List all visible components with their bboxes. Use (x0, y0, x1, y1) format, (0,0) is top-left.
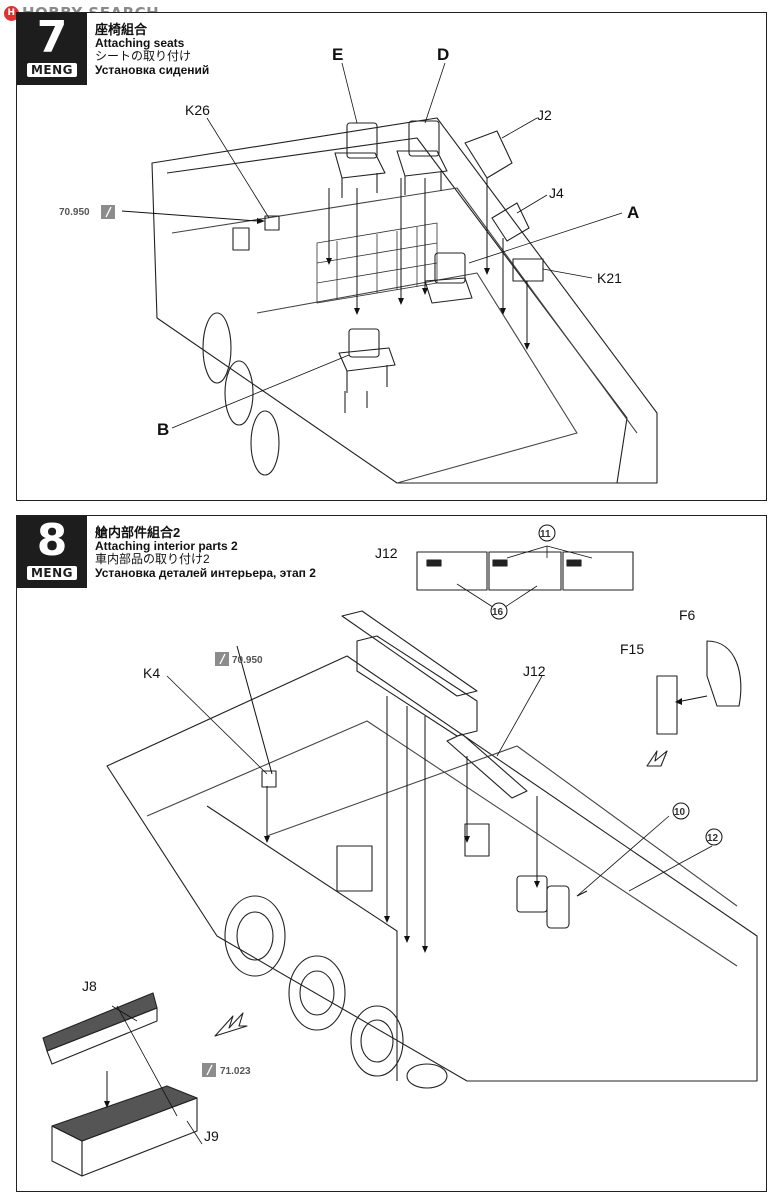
leader-lines (111, 545, 713, 1145)
direction-arrow-2 (646, 750, 668, 767)
road-wheels (224, 895, 448, 1089)
step-7-titles: 座椅組合 Attaching seats シートの取り付け Установка … (95, 23, 209, 77)
step-8-illustration: 11 16 10 12 70.950 71.023 J12 J12 F6 F15… (42, 524, 758, 1177)
callout-10-circle (672, 802, 690, 820)
callout-10: 10 (674, 807, 686, 818)
label-k21: K21 (597, 270, 622, 286)
step-7-illustration: 70.950 E D J2 J4 A K21 K26 B (59, 45, 658, 484)
label-a: A (627, 203, 639, 222)
hull-inner-edge (166, 137, 628, 484)
hull-deck-line (146, 720, 738, 967)
part-j8 (42, 992, 158, 1052)
step-7-panel: 7 MENG 座椅組合 Attaching seats シートの取り付け Уст… (16, 12, 767, 501)
step-7-badge: 7 MENG (17, 13, 87, 85)
label-f15: F15 (620, 641, 644, 657)
callout-12: 12 (707, 833, 719, 844)
step-7-number: 7 (36, 12, 68, 63)
step-8-title-ru: Установка деталей интерьера, этап 2 (95, 565, 316, 580)
callout-16: 16 (492, 607, 504, 618)
step-8-title-en: Attaching interior parts 2 (95, 538, 238, 553)
paint-code-70950: 70.950 (59, 207, 90, 218)
callout-11-circle (538, 524, 556, 542)
leader-lines (171, 62, 623, 429)
hull-outline (106, 655, 758, 1082)
meng-logo: MENG (26, 566, 78, 580)
label-j12-top: J12 (375, 545, 398, 561)
ammo-rack-grid (316, 222, 438, 304)
step-7-title-ru: Установка сидений (95, 62, 210, 77)
j12-decal-strip (416, 551, 634, 591)
part-j2 (464, 130, 513, 179)
part-k21 (512, 258, 544, 282)
label-j9: J9 (204, 1128, 219, 1144)
floor-plate (256, 272, 578, 484)
step-7-title-zh: 座椅組合 (95, 22, 148, 37)
seat-a-part (424, 252, 473, 304)
label-b: B (157, 420, 169, 439)
callout-12-circle (705, 828, 723, 846)
label-j12-mid: J12 (523, 663, 546, 679)
paint-code-70950: 70.950 (232, 655, 263, 666)
hull-outline (151, 117, 658, 484)
part-f6 (706, 640, 742, 707)
label-j4: J4 (549, 185, 564, 201)
road-wheel-2 (224, 360, 254, 426)
part-j8-lid (46, 1007, 158, 1065)
meng-logo: MENG (26, 63, 78, 77)
part-f15 (656, 675, 678, 735)
part-j9-front (81, 1097, 198, 1177)
part-j12-rack (446, 733, 528, 799)
step-8-panel: 8 MENG 艙内部件組合2 Attaching interior parts … (16, 515, 767, 1192)
step-8-titles: 艙内部件組合2 Attaching interior parts 2 車内部品の… (95, 526, 316, 580)
seat-d-part (396, 120, 448, 195)
label-k26: K26 (185, 102, 210, 118)
step-8-title-ja: 車内部品の取り付け2 (95, 552, 210, 566)
seat-e-part (334, 122, 386, 198)
callout-16-circle (490, 602, 508, 620)
bracket-part (464, 823, 490, 857)
road-wheel-3 (250, 410, 280, 476)
step-8-title-zh: 艙内部件組合2 (95, 525, 181, 540)
stowage-box-part (341, 610, 478, 737)
part-k26-panel (232, 227, 250, 251)
direction-arrow-1 (214, 1012, 248, 1037)
label-f6: F6 (679, 607, 696, 623)
label-j2: J2 (537, 107, 552, 123)
label-k4: K4 (143, 665, 160, 681)
callout-11: 11 (540, 529, 551, 540)
seat-b-part (338, 328, 396, 393)
label-e: E (332, 45, 343, 64)
step-8-badge: 8 MENG (17, 516, 87, 588)
assembly-arrows (121, 178, 528, 413)
part-k4 (261, 770, 277, 788)
road-wheel-1 (202, 312, 232, 384)
step-8-number: 8 (36, 515, 68, 566)
hobby-search-logo-icon: H (4, 5, 19, 21)
part-k26 (264, 215, 280, 231)
interior-panel (336, 845, 373, 892)
label-j8: J8 (82, 978, 97, 994)
label-d: D (437, 45, 449, 64)
paint-code-71023: 71.023 (220, 1066, 251, 1077)
hull-deck-line (171, 187, 638, 434)
part-10 (546, 885, 570, 929)
seat-part (516, 875, 548, 913)
step-7-title-ja: シートの取り付け (95, 49, 192, 63)
part-j4 (491, 202, 530, 242)
hull-side-beam (206, 805, 398, 1081)
assembly-arrows (106, 645, 708, 1101)
paint-brush-stroke (105, 206, 112, 218)
interior-floor (266, 745, 738, 907)
step-7-title-en: Attaching seats (95, 35, 185, 50)
